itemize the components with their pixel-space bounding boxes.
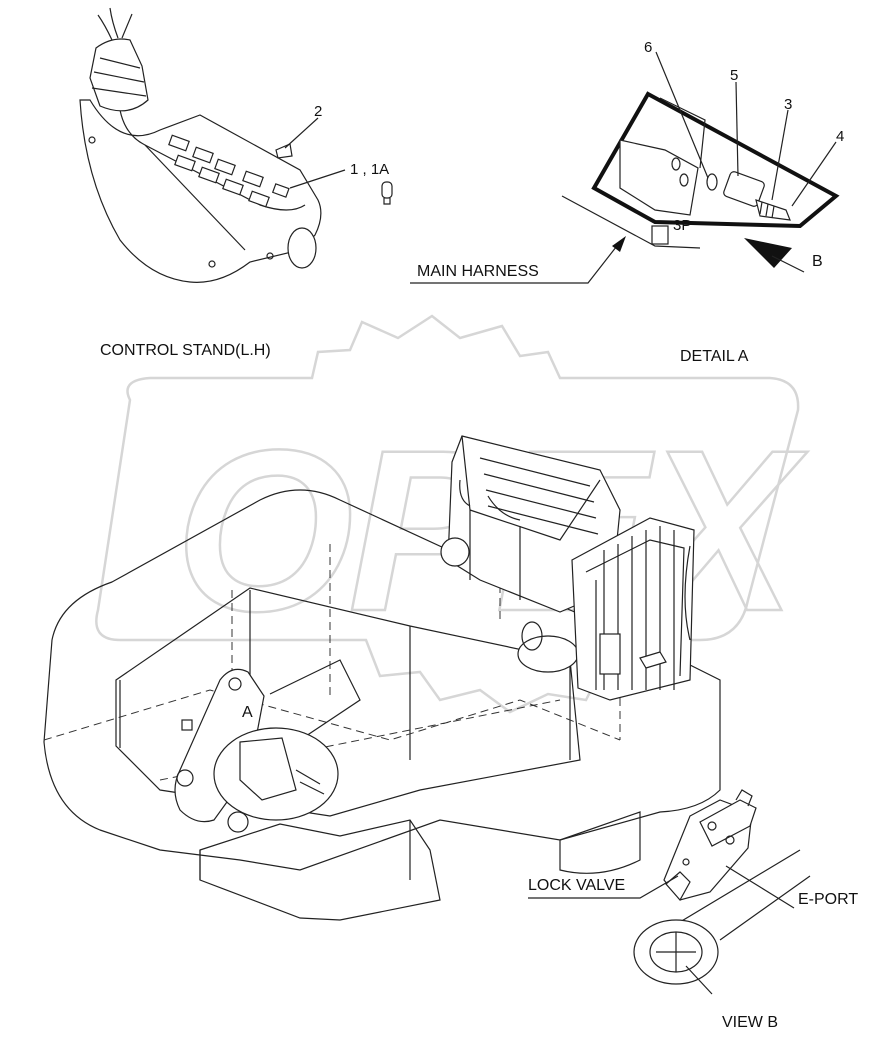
machine-main-view	[43, 435, 721, 921]
part-number-4: 4	[836, 128, 844, 145]
main-harness-label: MAIN HARNESS	[417, 263, 539, 280]
oring-6	[706, 173, 718, 191]
boom-bracket	[174, 668, 265, 823]
detail-a-label: DETAIL A	[680, 348, 749, 365]
detail-a-callout-circle	[213, 727, 339, 821]
detail-a-drawing	[410, 51, 840, 284]
view-b-drawing	[528, 789, 811, 995]
joystick-boot	[89, 38, 149, 112]
bulb-icon	[381, 181, 393, 199]
engine-filter	[440, 537, 470, 567]
part-number-5: 5	[730, 67, 738, 84]
view-b-label: VIEW B	[722, 1014, 778, 1031]
lower-track-frame	[199, 819, 441, 921]
fitting-5	[723, 171, 765, 207]
control-stand-knob	[287, 227, 317, 269]
lock-valve-label: LOCK VALVE	[528, 877, 625, 894]
callout-a-label: A	[242, 704, 253, 721]
view-arrow-letter: B	[812, 253, 823, 270]
control-stand-label: CONTROL STAND(L.H)	[100, 342, 271, 359]
part-number-6: 6	[644, 39, 652, 56]
valve-block-outline	[591, 91, 840, 229]
watermark-gear-outline	[95, 314, 800, 714]
part-number-1-1a: 1 , 1A	[350, 161, 389, 178]
connector-3p	[651, 225, 669, 245]
e-port-label: E-PORT	[798, 891, 858, 908]
view-b-arrow	[744, 238, 792, 268]
part-number-3: 3	[784, 96, 792, 113]
connector-label: 3P	[673, 217, 691, 234]
engine-muffler	[517, 635, 579, 673]
control-stand-drawing	[79, 7, 393, 283]
control-stand-body	[79, 99, 322, 283]
part-number-2: 2	[314, 103, 322, 120]
